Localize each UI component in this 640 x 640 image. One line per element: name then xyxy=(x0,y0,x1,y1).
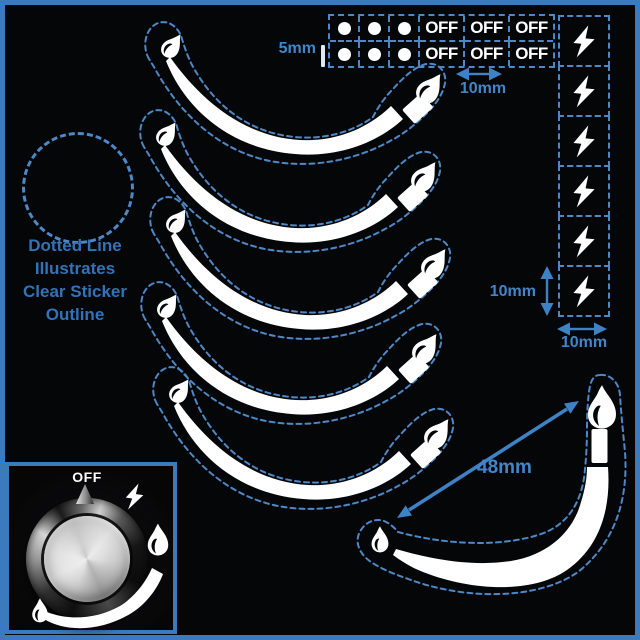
flame-icon xyxy=(587,385,616,429)
large-flame-arc-sticker xyxy=(356,373,627,596)
dot-sticker-cell xyxy=(360,42,390,66)
knob-decal-artwork xyxy=(32,482,169,629)
note-line: Illustrates xyxy=(34,259,116,278)
outline-note: Dotted Line Illustrates Clear Sticker Ou… xyxy=(8,234,142,326)
dimension-arrow-off-width xyxy=(456,67,502,81)
note-line: Outline xyxy=(45,305,105,324)
flame-arc-band xyxy=(393,467,609,588)
flame-icon xyxy=(371,526,389,553)
lightning-bolt-icon xyxy=(573,74,595,108)
knob-flame-arc-band xyxy=(44,568,163,629)
lightning-bolt-icon xyxy=(573,174,595,208)
dot-sticker-cell xyxy=(390,16,420,42)
dot-sticker xyxy=(337,21,351,35)
size-label-bolt-width: 10mm xyxy=(560,334,608,351)
dot-sticker xyxy=(397,21,411,35)
off-sticker-cell: OFF xyxy=(510,16,553,42)
off-sticker-cell: OFF xyxy=(465,16,510,42)
bolt-sticker-column xyxy=(558,15,610,317)
bolt-sticker-cell xyxy=(558,15,610,67)
candle-base xyxy=(591,429,608,463)
size-label-off-width: 10mm xyxy=(459,80,507,97)
note-line: Dotted Line xyxy=(28,236,122,255)
lightning-bolt-icon xyxy=(573,124,595,158)
knob-pointer xyxy=(76,484,94,504)
off-sticker-cell: OFF xyxy=(465,42,510,66)
dot-sticker-cell xyxy=(330,42,360,66)
dimension-tick-5mm xyxy=(321,45,325,67)
off-sticker-cell: OFF xyxy=(420,16,465,42)
dot-sticker xyxy=(367,21,381,35)
knob-off-label: OFF xyxy=(72,469,102,485)
size-label-arc-length: 48mm xyxy=(477,457,532,478)
flame-arc-sticker xyxy=(141,282,445,424)
lightning-bolt-icon xyxy=(573,224,595,258)
dot-sticker xyxy=(337,47,351,61)
flame-arc-sticker xyxy=(140,110,444,252)
lightning-bolt-icon xyxy=(573,24,595,58)
flame-arc-sticker xyxy=(150,197,454,339)
off-sticker-cell: OFF xyxy=(515,44,548,63)
dot-sticker-cell xyxy=(390,42,420,66)
bolt-sticker-cell xyxy=(558,65,610,117)
bolt-sticker-cell xyxy=(558,265,610,317)
flame-icon xyxy=(32,598,48,623)
dot-sticker-cell xyxy=(360,16,390,42)
stove-knob-face xyxy=(44,516,130,602)
off-sticker-cell: OFF xyxy=(420,42,465,66)
flame-icon xyxy=(147,523,169,556)
clear-sticker-outline-circle xyxy=(22,132,134,244)
size-label-bolt-height: 10mm xyxy=(489,283,536,300)
note-line: Clear Sticker xyxy=(23,282,127,301)
dimension-arrow-48mm xyxy=(397,401,579,518)
size-label-dot-diameter: 5mm xyxy=(278,40,316,57)
dimension-arrow-bolt-height xyxy=(540,266,554,316)
knob-photo-inset: OFF xyxy=(5,462,177,634)
sticker-grid-row: OFF OFF OFF xyxy=(330,42,553,66)
dot-sticker-cell xyxy=(330,16,360,42)
bolt-sticker-cell xyxy=(558,115,610,167)
off-dot-sticker-grid: OFF OFF OFF OFF OFF OFF xyxy=(328,14,555,68)
dimension-arrow-bolt-width xyxy=(557,322,607,336)
bolt-sticker-cell xyxy=(558,165,610,217)
dot-sticker xyxy=(397,47,411,61)
lightning-bolt-icon xyxy=(573,274,595,308)
clear-sticker-outline xyxy=(356,373,627,596)
bolt-sticker-cell xyxy=(558,215,610,267)
lightning-bolt-icon xyxy=(124,482,145,512)
dot-sticker xyxy=(367,47,381,61)
sticker-grid-row: OFF OFF OFF xyxy=(330,16,553,42)
